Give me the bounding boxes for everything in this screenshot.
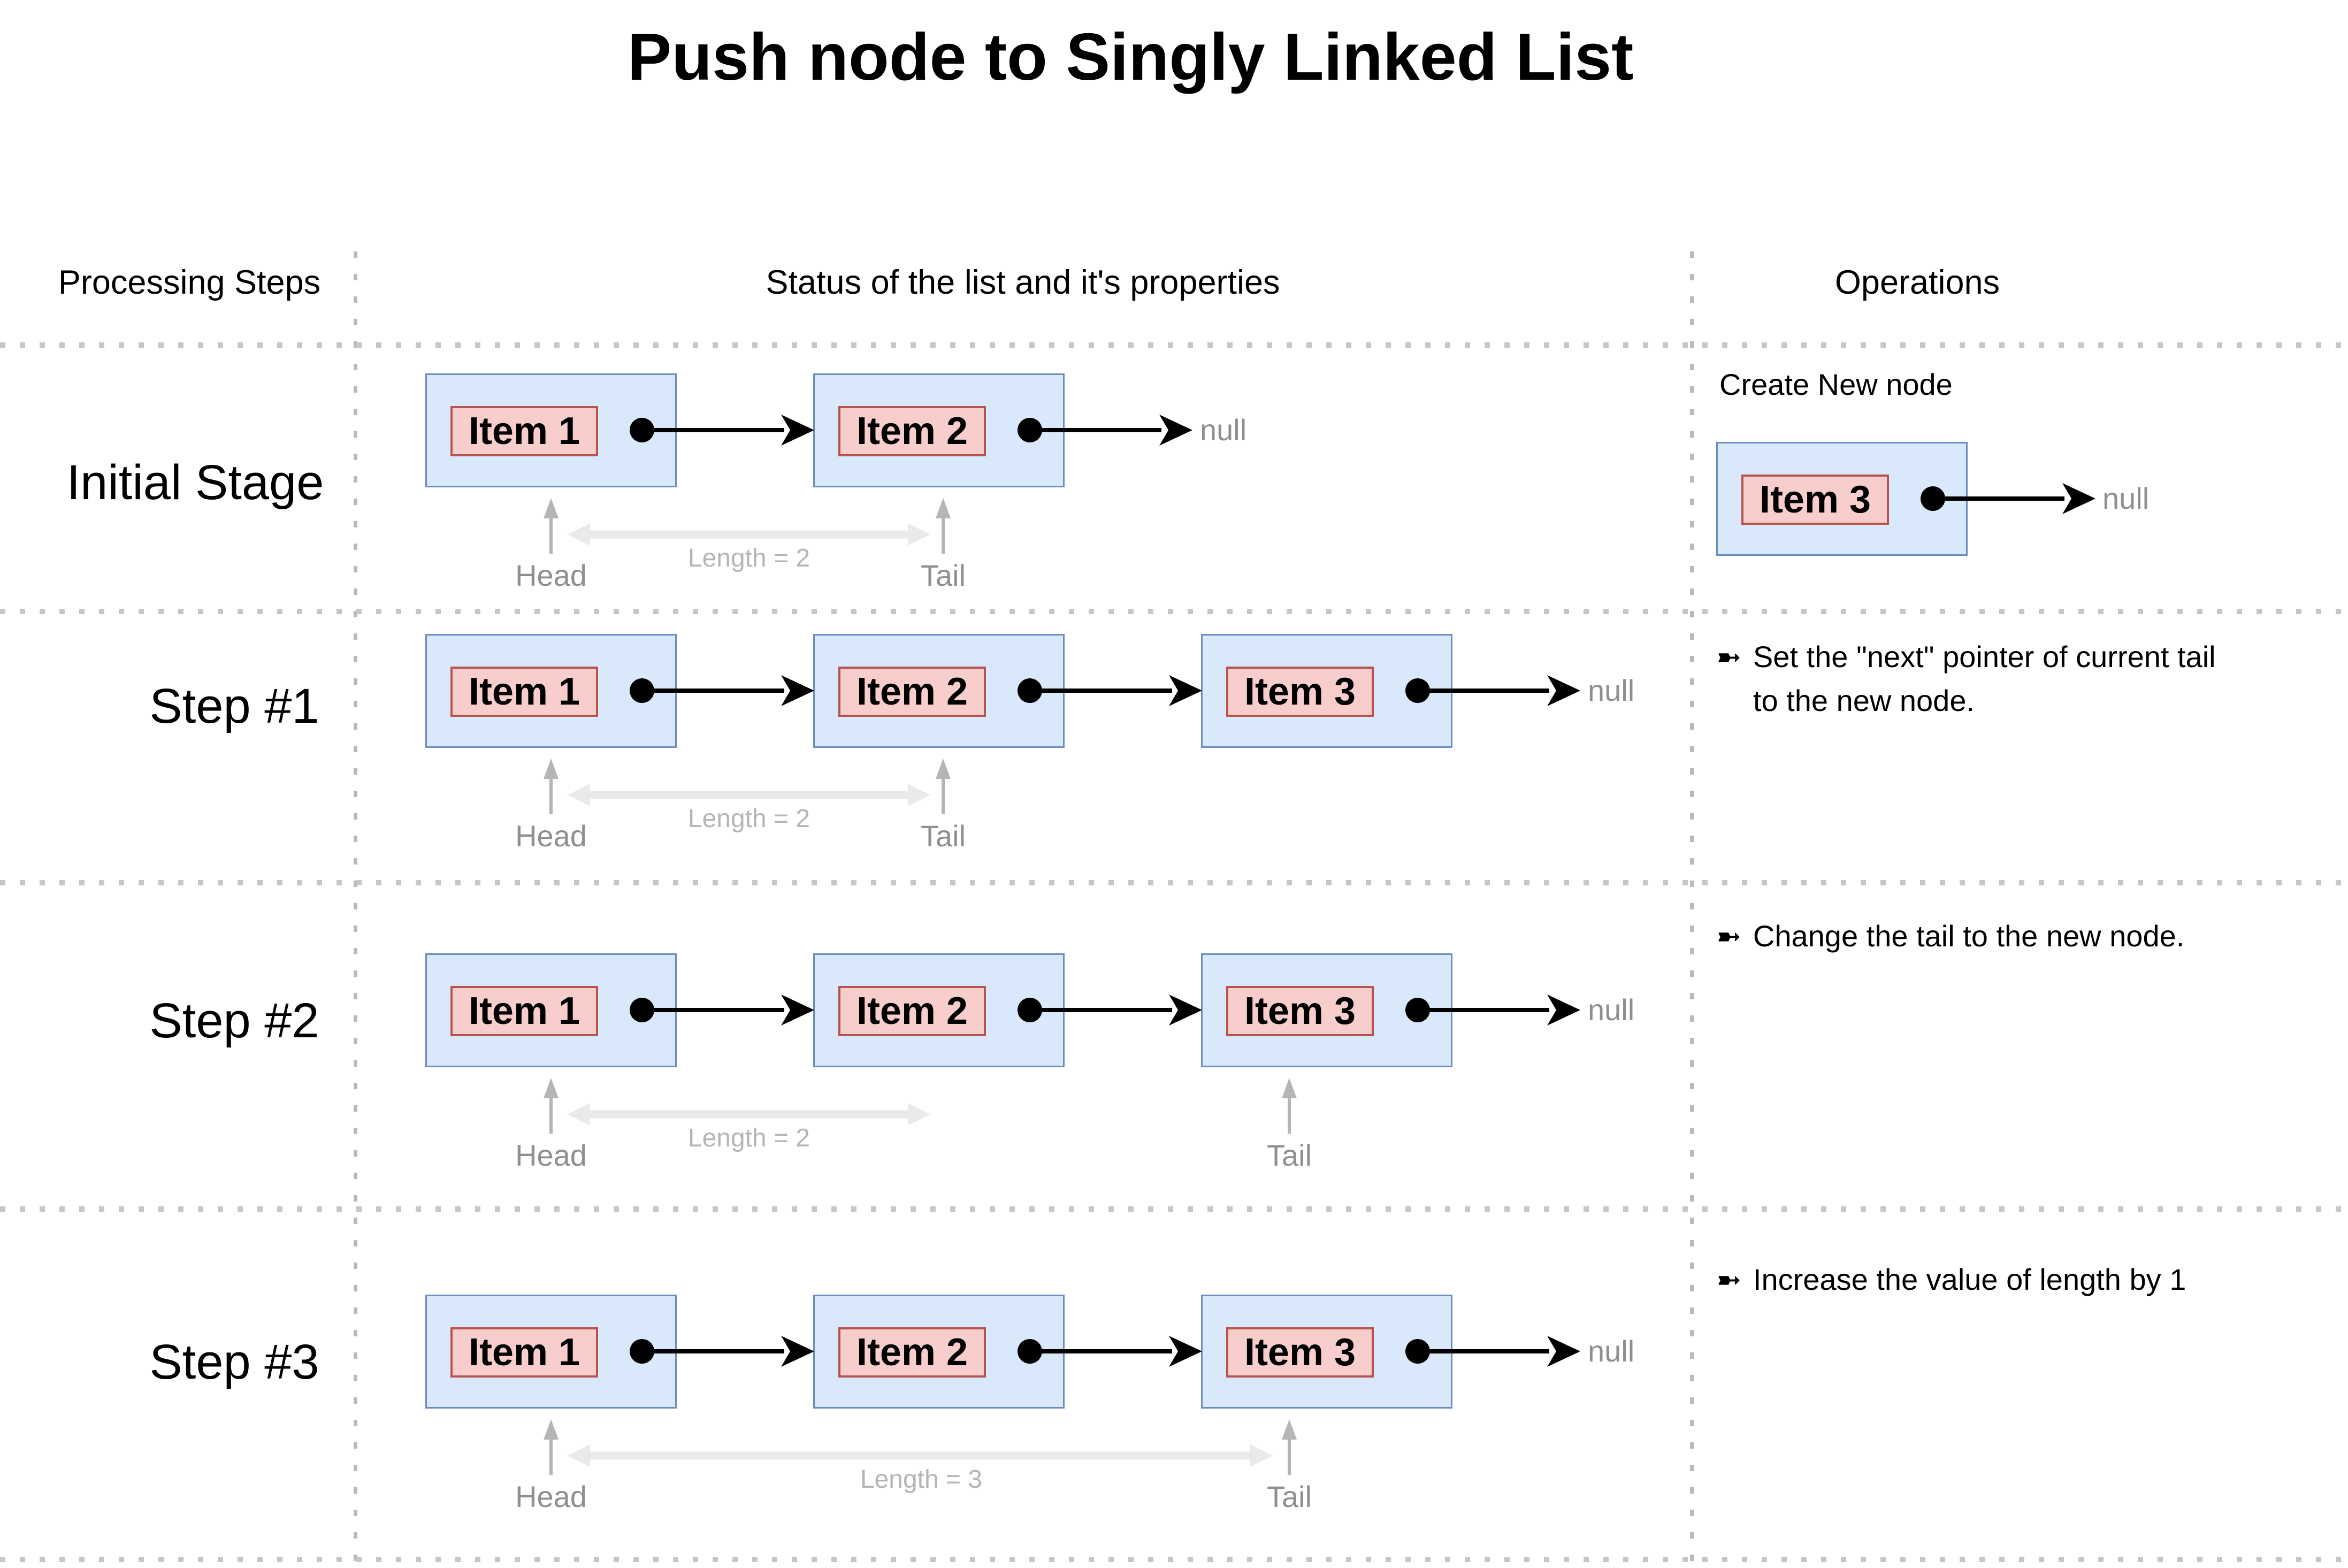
operation-line: Increase the value of length by 1 — [1753, 1263, 2186, 1296]
node-value: Item 2 — [856, 990, 968, 1032]
column-header-processing-steps: Processing Steps — [58, 264, 321, 301]
row-label-initial-stage: Initial Stage — [66, 455, 324, 510]
arrow-bullet-icon: ➼ — [1716, 1263, 1741, 1296]
length-label: Length = 2 — [687, 544, 810, 572]
next-pointer-arrow-to-null — [1405, 1336, 1580, 1367]
node-value-chip: Item 1 — [450, 1327, 598, 1378]
tail-label: Tail — [1266, 1480, 1312, 1513]
next-pointer-arrow-to-null — [1921, 483, 2095, 514]
column-separator-left — [354, 251, 357, 1568]
node-value: Item 2 — [856, 670, 968, 713]
operation-heading: Create New node — [1719, 368, 1953, 401]
next-pointer-arrow-to-null — [1018, 415, 1192, 446]
tail-pointer-arrow — [1282, 1419, 1297, 1475]
column-separator-right — [1690, 251, 1694, 1568]
head-label: Head — [515, 1138, 587, 1172]
row-label-step-3: Step #3 — [149, 1335, 319, 1389]
null-label: null — [1588, 1334, 1635, 1368]
node-value: Item 2 — [856, 1331, 968, 1374]
node-value: Item 1 — [468, 1331, 580, 1374]
column-header-operations: Operations — [1834, 264, 2000, 301]
diagram-title: Push node to Singly Linked List — [627, 20, 1634, 94]
head-label: Head — [515, 819, 587, 853]
next-pointer-arrow-to-null — [1405, 675, 1580, 706]
row-separator — [0, 1206, 2348, 1212]
head-pointer-arrow — [544, 1419, 559, 1475]
node-value: Item 3 — [1244, 1331, 1356, 1374]
node-value-chip: Item 1 — [450, 986, 598, 1036]
next-pointer-arrow-to-null — [1405, 995, 1580, 1026]
next-pointer-arrow — [630, 415, 814, 446]
row-separator — [0, 880, 2348, 885]
node-value: Item 1 — [468, 990, 580, 1032]
node-value-chip: Item 3 — [1226, 667, 1374, 717]
node-value: Item 1 — [468, 410, 580, 453]
node-value: Item 1 — [468, 670, 580, 713]
length-span-arrow — [568, 1444, 1273, 1467]
next-pointer-arrow — [1018, 995, 1202, 1026]
head-pointer-arrow — [544, 759, 559, 814]
node-value-chip: Item 3 — [1226, 986, 1374, 1036]
node-value: Item 2 — [856, 410, 968, 453]
row-separator — [0, 609, 2348, 614]
operation-line: to the new node. — [1753, 684, 1975, 717]
head-pointer-arrow — [544, 498, 559, 554]
node-value-chip: Item 2 — [838, 406, 986, 456]
head-pointer-arrow — [544, 1078, 559, 1134]
node-value: Item 3 — [1244, 990, 1356, 1032]
tail-pointer-arrow — [936, 498, 951, 554]
tail-label: Tail — [920, 819, 966, 853]
null-label: null — [1200, 413, 1247, 447]
operation-text: ➼ Set the "next" pointer of current tail… — [1716, 635, 2216, 723]
arrow-bullet-icon: ➼ — [1716, 919, 1741, 953]
null-label: null — [2102, 481, 2150, 515]
node-value-chip: Item 1 — [450, 406, 598, 456]
length-span-arrow — [568, 784, 930, 806]
tail-pointer-arrow — [1282, 1078, 1297, 1134]
head-label: Head — [515, 559, 587, 592]
next-pointer-arrow — [1018, 1336, 1202, 1367]
new-node-item-3: Item 3 — [1716, 442, 1968, 556]
operation-line: Set the "next" pointer of current tail — [1753, 640, 2216, 674]
row-separator — [0, 1557, 2348, 1562]
null-label: null — [1588, 993, 1635, 1027]
row-label-step-2: Step #2 — [149, 993, 319, 1048]
operation-text: ➼ Increase the value of length by 1 — [1716, 1258, 2186, 1302]
node-value: Item 3 — [1759, 478, 1871, 521]
head-label: Head — [515, 1480, 587, 1513]
length-label: Length = 2 — [687, 805, 810, 833]
list-node-item-2: Item 2 — [813, 373, 1065, 487]
tail-label: Tail — [920, 559, 966, 592]
length-label: Length = 3 — [860, 1465, 983, 1494]
length-label: Length = 2 — [687, 1124, 810, 1152]
tail-label: Tail — [1266, 1138, 1312, 1172]
node-value-chip: Item 3 — [1226, 1327, 1374, 1378]
row-separator — [0, 342, 2348, 348]
next-pointer-arrow — [630, 995, 814, 1026]
node-value-chip: Item 3 — [1741, 475, 1889, 525]
arrow-bullet-icon: ➼ — [1716, 640, 1741, 674]
node-value-chip: Item 2 — [838, 667, 986, 717]
next-pointer-arrow — [630, 1336, 814, 1367]
list-node-item-1: Item 1 — [425, 953, 677, 1067]
node-value-chip: Item 2 — [838, 986, 986, 1036]
column-header-status: Status of the list and it's properties — [766, 264, 1280, 301]
length-span-arrow — [568, 523, 930, 546]
next-pointer-arrow — [1018, 675, 1202, 706]
row-label-step-1: Step #1 — [149, 679, 319, 733]
operation-text: ➼ Change the tail to the new node. — [1716, 914, 2184, 958]
node-value: Item 3 — [1244, 670, 1356, 713]
node-value-chip: Item 2 — [838, 1327, 986, 1378]
null-label: null — [1588, 674, 1635, 707]
operation-line: Change the tail to the new node. — [1753, 919, 2185, 953]
node-value-chip: Item 1 — [450, 667, 598, 717]
length-span-arrow — [568, 1103, 930, 1126]
tail-pointer-arrow — [936, 759, 951, 814]
list-node-item-2: Item 2 — [813, 1295, 1065, 1409]
next-pointer-arrow — [630, 675, 814, 706]
